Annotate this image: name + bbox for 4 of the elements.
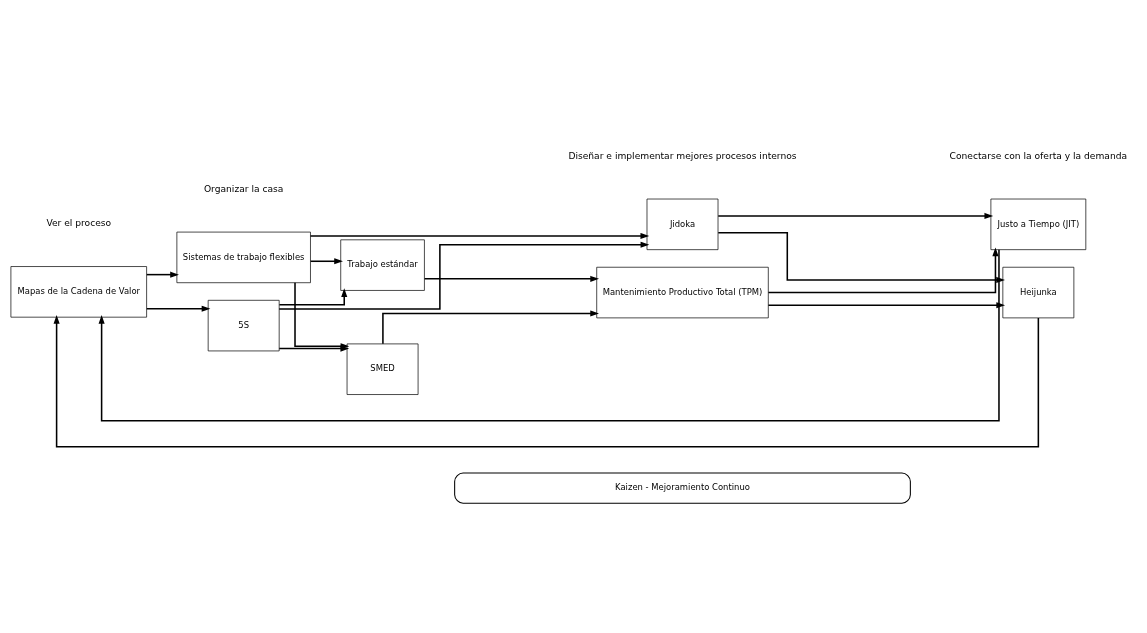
- label: Organizar la casa: [203, 183, 284, 194]
- label: Conectarse con la oferta y la demanda: [949, 150, 1128, 161]
- label: Ver el proceso: [46, 217, 112, 228]
- label: Diseñar e implementar mejores procesos internos: [568, 150, 797, 161]
